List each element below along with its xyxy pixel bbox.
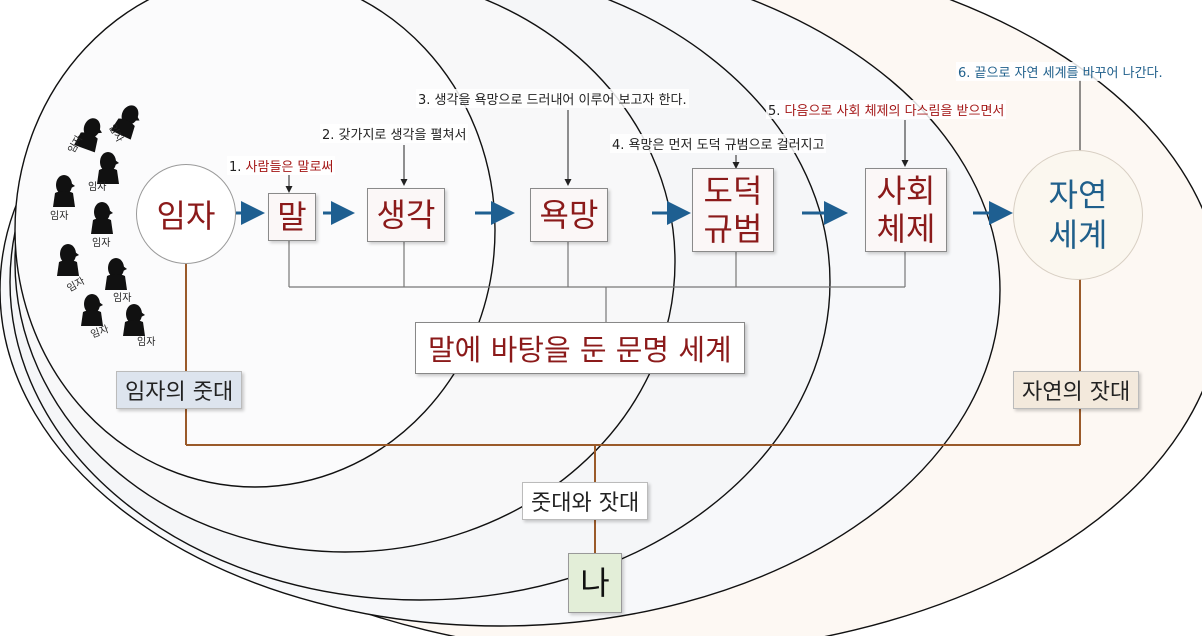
- crowd-icons: [53, 105, 145, 336]
- yokmang-label: 욕망: [539, 196, 599, 234]
- saenggak-node: 생각: [367, 188, 445, 242]
- step-6: 6. 끝으로 자연 세계를 바꾸어 나간다.: [956, 62, 1165, 81]
- step-6-number: 6.: [958, 66, 971, 81]
- civilization-label: 말에 바탕을 둔 문명 세계: [428, 333, 732, 367]
- step-4-text: 욕망은 먼저 도덕 규범으로 걸러지고: [628, 138, 825, 153]
- sahoe-label-line2: 체제: [876, 210, 936, 248]
- crowd-label: 임자: [113, 293, 132, 304]
- saenggak-label: 생각: [376, 196, 436, 234]
- step-3: 3. 생각을 욕망으로 드러내어 이루어 보고자 한다.: [416, 89, 689, 108]
- imja-jutdae-label: 임자의 줏대: [125, 380, 234, 405]
- mal-node: 말: [268, 193, 316, 241]
- imja-node: 임자: [136, 164, 236, 264]
- crowd-label: 임자: [137, 337, 156, 348]
- imja-jutdae-tag: 임자의 줏대: [116, 371, 243, 409]
- step-5-number: 5.: [768, 104, 781, 119]
- dodeok-label-line2: 규범: [703, 210, 763, 248]
- crowd-label: 임자: [88, 182, 107, 193]
- step-1-number: 1.: [229, 160, 242, 175]
- arc-thought: [14, 0, 496, 488]
- sahoe-node: 사회 체제: [865, 168, 947, 252]
- step-1: 1. 사람들은 말로써: [227, 156, 336, 175]
- step-4-number: 4.: [612, 138, 625, 153]
- na-label: 나: [580, 564, 610, 602]
- jayeon-label-line2: 세계: [1048, 216, 1108, 254]
- dodeok-node: 도덕 규범: [692, 168, 774, 252]
- jayeon-label-line1: 자연: [1048, 176, 1108, 214]
- na-node: 나: [568, 553, 622, 613]
- step-1-text: 사람들은 말로써: [245, 160, 334, 175]
- imja-label: 임자: [156, 197, 216, 235]
- crowd-label: 임자: [92, 238, 111, 249]
- crowd-label: 임자: [50, 211, 69, 222]
- jayeon-jatdae-tag: 자연의 잣대: [1013, 371, 1140, 409]
- step-5-text: 다음으로 사회 체제의 다스림을 받으면서: [784, 104, 1005, 119]
- yokmang-node: 욕망: [530, 188, 608, 242]
- jayeon-node: 자연 세계: [1013, 150, 1143, 280]
- step-4: 4. 욕망은 먼저 도덕 규범으로 걸러지고: [610, 134, 827, 153]
- step-5: 5. 다음으로 사회 체제의 다스림을 받으면서: [766, 100, 1007, 119]
- sahoe-label-line1: 사회: [876, 172, 936, 210]
- jutdae-jatdae-tag: 줏대와 잣대: [522, 482, 649, 520]
- dodeok-label-line1: 도덕: [703, 172, 763, 210]
- mal-label: 말: [277, 198, 307, 236]
- step-2-text: 갖가지로 생각을 펼쳐서: [338, 128, 467, 143]
- step-3-text: 생각을 욕망으로 드러내어 이루어 보고자 한다.: [434, 93, 687, 108]
- step-3-number: 3.: [418, 93, 431, 108]
- step-6-text: 끝으로 자연 세계를 바꾸어 나간다.: [974, 66, 1163, 81]
- step-2-number: 2.: [322, 128, 335, 143]
- step-2: 2. 갖가지로 생각을 펼쳐서: [320, 124, 469, 143]
- jutdae-jatdae-label: 줏대와 잣대: [531, 491, 640, 516]
- civilization-box: 말에 바탕을 둔 문명 세계: [415, 322, 745, 374]
- jayeon-jatdae-label: 자연의 잣대: [1022, 380, 1131, 405]
